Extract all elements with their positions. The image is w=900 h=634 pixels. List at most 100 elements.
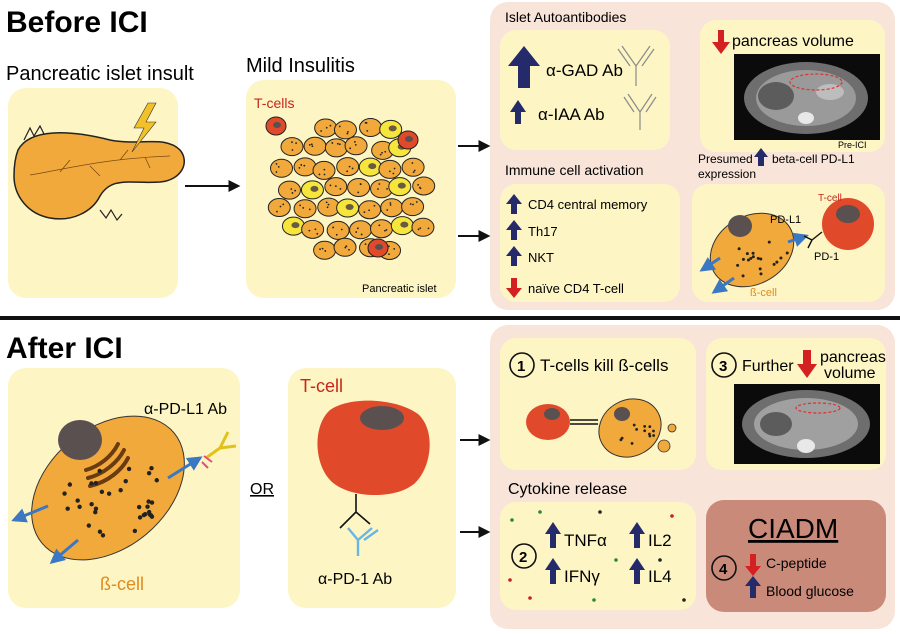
granule-dot (389, 204, 392, 206)
cytokine-box (500, 502, 696, 610)
granule-dot (298, 167, 301, 169)
granule-dot (759, 272, 763, 276)
granule-dot (385, 228, 388, 231)
granule-dot (346, 170, 349, 173)
granule-dot (351, 167, 354, 170)
down-arrow-red-icon (797, 350, 817, 378)
granule-dot (635, 427, 638, 431)
islet-cell (293, 199, 317, 219)
granule-dot (126, 466, 132, 472)
pre-ici-label: Pre-ICI (838, 140, 867, 150)
granule-dot (360, 233, 363, 236)
cytokine-dot (538, 510, 542, 514)
granule-dot (316, 232, 319, 235)
granule-dot (67, 482, 73, 487)
granule-dot (93, 509, 98, 515)
granule-dot (772, 262, 776, 266)
granule-dot (384, 150, 387, 153)
islet-cell (336, 157, 360, 177)
debris (657, 439, 671, 453)
pd1-receptor (339, 494, 371, 529)
granule-dot (149, 500, 155, 505)
granule-dot (619, 438, 623, 442)
granule-dot (364, 121, 367, 124)
granule-dot (339, 187, 342, 190)
up-arrow-icon (745, 576, 761, 598)
up-arrow-icon (506, 246, 522, 266)
granule-dot (353, 140, 356, 143)
granule-dot (364, 243, 367, 246)
granule-dot (323, 168, 326, 171)
islet-cell (293, 157, 317, 177)
islet-cell (412, 176, 436, 196)
granule-dot (143, 511, 148, 517)
islet-nucleus (368, 163, 377, 170)
step-number-badge (711, 555, 737, 581)
pdl1-blue-arrow (49, 538, 79, 564)
antibody-icon (623, 93, 657, 130)
granule-dot (318, 173, 321, 176)
islet-cell (359, 118, 383, 138)
granule-dot (299, 204, 302, 207)
cytokine-ifng: IFNγ (564, 567, 600, 586)
granule-dot (340, 228, 343, 231)
up-arrow-icon (506, 220, 522, 240)
islet-cell (411, 217, 435, 237)
granule-dot (411, 162, 414, 164)
islet-cell (267, 198, 291, 218)
granule-dot (89, 501, 94, 507)
up-arrow-icon (629, 522, 645, 548)
granule-dot (359, 183, 362, 186)
cytokine-il4: IL4 (648, 567, 672, 586)
islet-nucleus (397, 182, 406, 189)
pancreas-volume-label: pancreas volume (732, 33, 854, 50)
tcells-label: T-cells (254, 95, 294, 111)
granule-dot (75, 498, 80, 503)
granule-dot (348, 165, 351, 168)
iaa-ab-label: α-IAA Ab (538, 105, 605, 124)
granule-dot (99, 489, 105, 495)
granule-dot (329, 184, 332, 187)
granule-dot (331, 142, 334, 144)
granule-dot (132, 528, 138, 534)
islet-cell (301, 219, 325, 239)
granule-dot (386, 209, 389, 211)
immune-item: naïve CD4 T-cell (528, 281, 624, 296)
granule-dot (417, 183, 420, 186)
islet-cell (313, 240, 337, 260)
granule-dot (356, 227, 359, 230)
islet-cell (333, 120, 357, 140)
granule-dot (118, 487, 123, 493)
granule-dot (300, 164, 303, 166)
islet-cell (280, 137, 304, 157)
after-title: After ICI (6, 332, 123, 365)
presumed-label-c: expression (698, 167, 756, 181)
after-bcell-label: ß-cell (100, 574, 144, 594)
granule-dot (303, 164, 306, 167)
granule-dot (643, 424, 647, 428)
granule-dot (302, 207, 305, 209)
islet-insult-label: Pancreatic islet insult (6, 63, 194, 85)
interaction-pdl1-label: PD-L1 (770, 214, 801, 226)
granule-dot (97, 468, 102, 474)
autoantibodies-box (500, 30, 670, 150)
step4-number: 4 (719, 561, 728, 578)
up-arrow-small-icon (510, 100, 526, 124)
up-arrow-icon (545, 558, 561, 584)
granule-dot (347, 130, 349, 133)
islet-cell (380, 198, 404, 218)
pdl1-blue-arrow (11, 504, 49, 523)
granule-dots (619, 423, 656, 445)
granule-dot (354, 143, 357, 146)
ct-pancreas-outline (789, 73, 843, 91)
granule-dot (348, 248, 350, 251)
granule-dot (334, 185, 337, 188)
islet-nucleus (405, 136, 413, 142)
granule-dot (379, 153, 382, 156)
granule-dot (378, 183, 381, 185)
granule-dot (384, 229, 386, 232)
granule-dot (357, 191, 360, 194)
islet-nucleus (388, 125, 397, 132)
granule-dot (308, 208, 311, 211)
